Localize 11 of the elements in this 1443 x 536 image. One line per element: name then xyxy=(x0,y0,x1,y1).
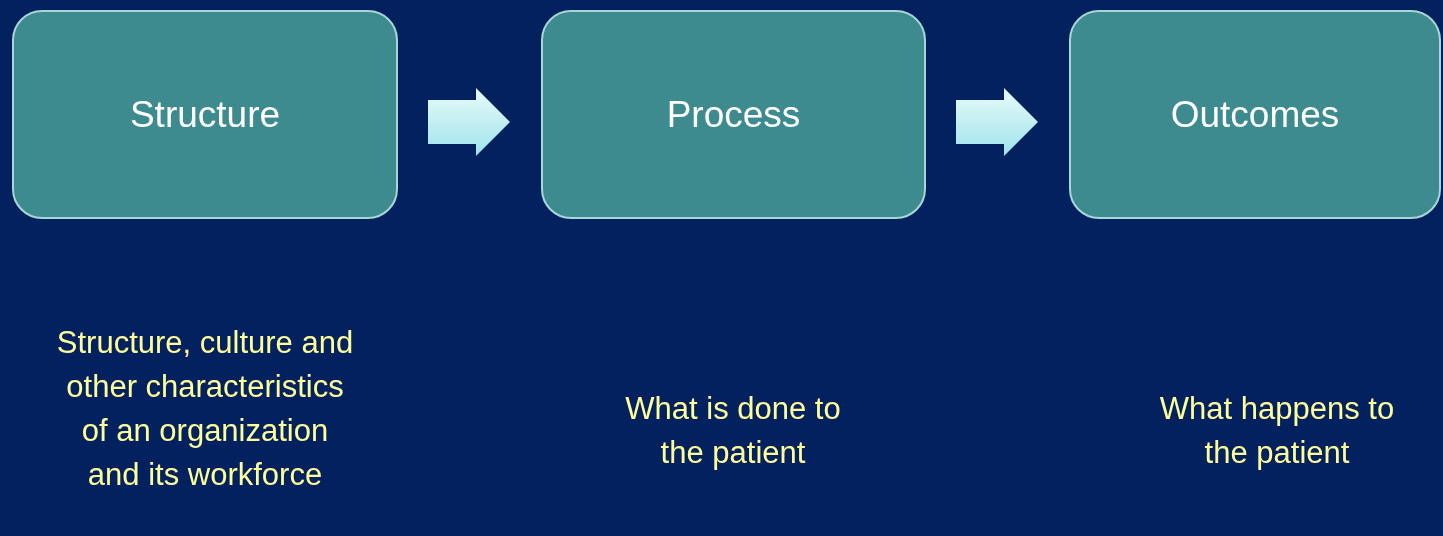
process-box xyxy=(12,10,398,219)
process-box xyxy=(541,10,926,219)
block-arrow xyxy=(428,88,510,156)
description-text: What happens to the patient xyxy=(1158,390,1396,472)
box-title: Outcomes xyxy=(1170,93,1340,136)
box-title: Process xyxy=(666,93,801,136)
process-box xyxy=(1069,10,1441,219)
description-text: What is done to the patient xyxy=(624,390,842,472)
block-arrow xyxy=(956,88,1038,156)
description-text: Structure, culture and other characteristics of an organization and its workforce xyxy=(55,324,355,494)
box-title: Structure xyxy=(129,93,281,136)
